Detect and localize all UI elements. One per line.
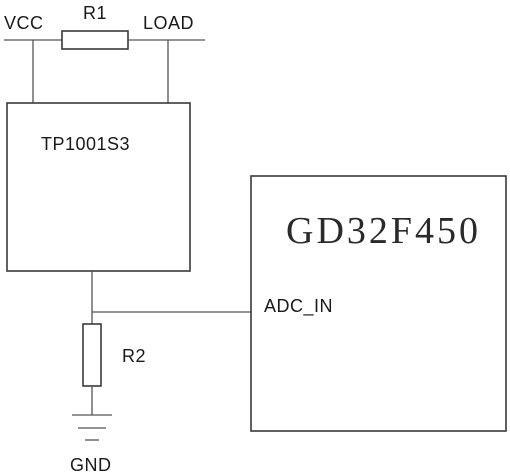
r2-label: R2	[122, 346, 146, 366]
r1-resistor	[61, 30, 129, 50]
mcu-box	[250, 175, 507, 432]
gnd-label: GND	[70, 455, 112, 475]
mcu-label: GD32F450	[286, 210, 481, 252]
r1-label: R1	[83, 3, 107, 23]
sensor-ic-box	[6, 102, 191, 272]
r2-resistor	[82, 323, 102, 387]
ground-icon	[72, 414, 112, 441]
sensor-ic-label: TP1001S3	[41, 134, 130, 154]
load-label: LOAD	[143, 13, 194, 33]
adc-in-label: ADC_IN	[264, 296, 333, 317]
vcc-label: VCC	[4, 13, 44, 33]
